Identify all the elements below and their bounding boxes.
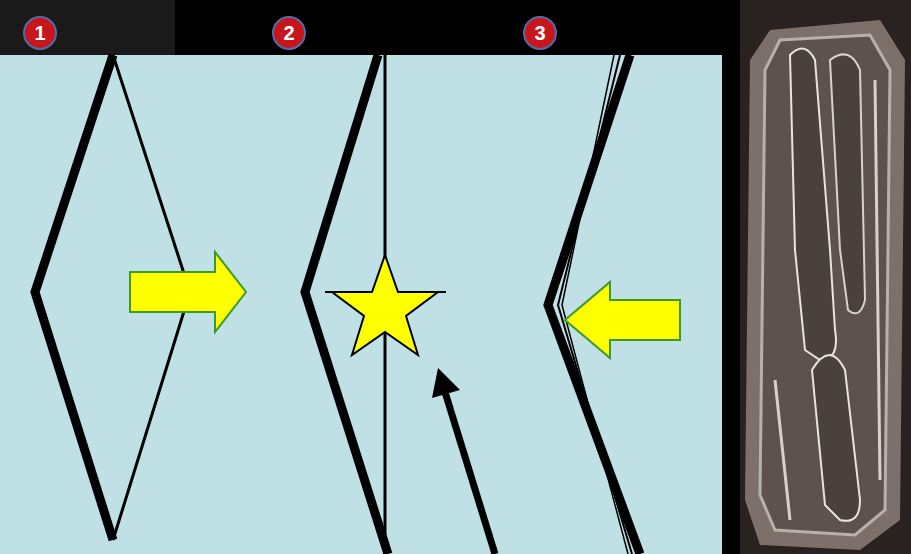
callout-text: 2: [283, 22, 294, 45]
callout-text: 3: [534, 22, 545, 45]
callout-number: 1: [23, 16, 57, 50]
callout-number: 3: [523, 16, 557, 50]
callout-text: 1: [34, 22, 45, 45]
callout-number: 2: [272, 16, 306, 50]
